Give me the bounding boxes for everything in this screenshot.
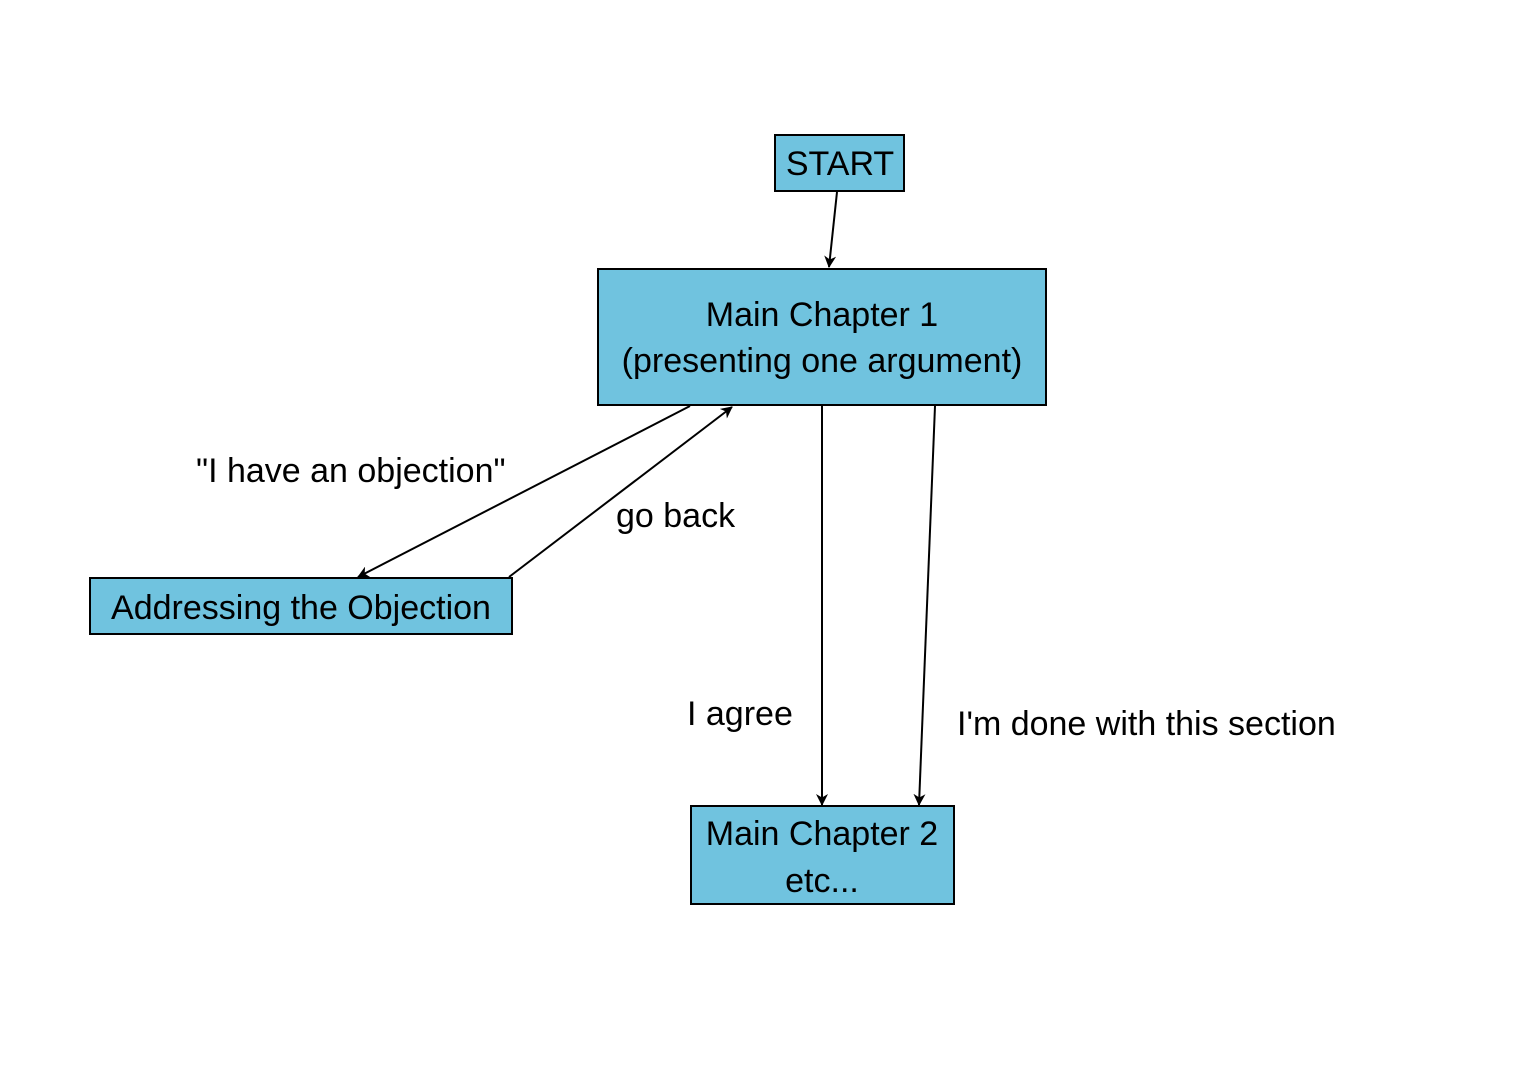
node-objection: Addressing the Objection	[89, 577, 513, 635]
edge-start-to-chapter1	[824, 191, 838, 268]
node-chapter2-title: Main Chapter 2	[706, 815, 938, 853]
node-start-label: START	[786, 145, 894, 183]
edge-chapter1-to-objection	[357, 405, 691, 578]
edge-label-done: I'm done with this section	[957, 705, 1336, 743]
edge-label-agree: I agree	[687, 695, 793, 733]
edge-chapter1-to-chapter2-done	[913, 405, 936, 806]
node-chapter2-box	[690, 805, 955, 905]
node-objection-label: Addressing the Objection	[111, 589, 491, 627]
edge-label-go-back: go back	[616, 497, 736, 535]
node-chapter1-subtitle: (presenting one argument)	[622, 342, 1023, 380]
node-chapter2-subtitle: etc...	[785, 862, 859, 900]
node-objection-box	[89, 577, 513, 635]
node-chapter1-box	[597, 268, 1047, 406]
node-chapter1: Main Chapter 1 (presenting one argument)	[597, 268, 1047, 406]
node-chapter2: Main Chapter 2 etc...	[690, 805, 955, 905]
node-chapter1-title: Main Chapter 1	[706, 296, 938, 334]
edge-objection-to-chapter1	[508, 406, 733, 578]
edge-label-objection: "I have an objection"	[196, 452, 506, 490]
node-start-box	[774, 134, 905, 192]
node-start: START	[774, 134, 905, 192]
